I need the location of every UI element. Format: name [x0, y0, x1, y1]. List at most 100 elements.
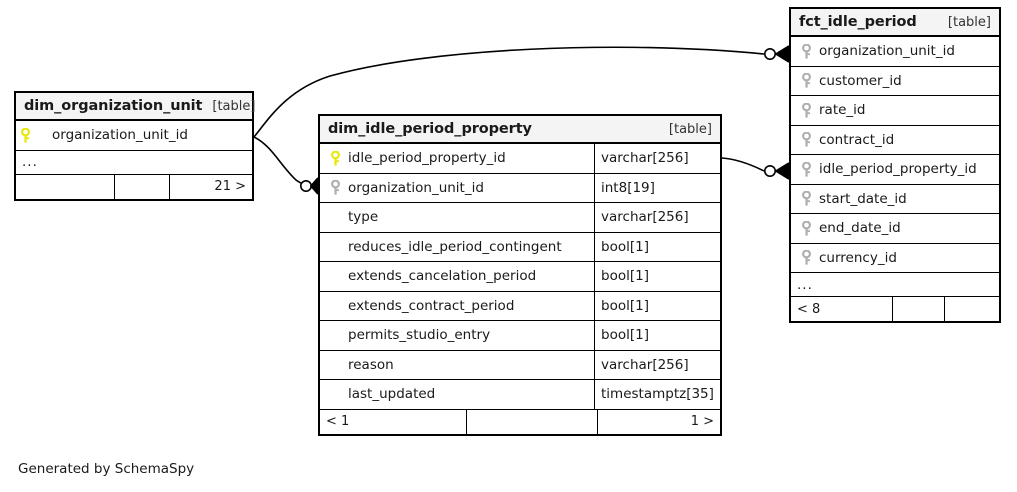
- column-name-cell: rate_id: [791, 96, 999, 125]
- column-name-cell: extends_cancelation_period: [320, 262, 594, 291]
- table-footer: < 1 1 >: [320, 409, 720, 434]
- table-header: dim_idle_period_property [table]: [320, 116, 720, 144]
- footer-incoming-relations: < 8: [797, 301, 821, 317]
- generated-by-credit: Generated by SchemaSpy: [18, 461, 195, 477]
- column-type: varchar[256]: [594, 144, 720, 173]
- column-label: idle_period_property_id: [819, 161, 977, 178]
- column-name-cell: extends_contract_period: [320, 292, 594, 321]
- footer-outgoing-relations: 21 >: [214, 179, 246, 194]
- table-row[interactable]: extends_cancelation_period bool[1]: [320, 262, 720, 292]
- table-dim-organization-unit[interactable]: dim_organization_unit [table] organizati…: [14, 91, 255, 201]
- column-label: organization_unit_id: [52, 127, 188, 144]
- column-label: idle_period_property_id: [348, 150, 506, 167]
- table-row[interactable]: permits_studio_entry bool[1]: [320, 321, 720, 351]
- table-row[interactable]: extends_contract_period bool[1]: [320, 291, 720, 321]
- more-columns-indicator: ...: [791, 273, 999, 297]
- table-row[interactable]: type varchar[256]: [320, 203, 720, 233]
- column-type: bool[1]: [594, 321, 720, 350]
- table-row[interactable]: organization_unit_id int8[19]: [320, 173, 720, 203]
- foreign-key-icon: [797, 43, 815, 59]
- table-row[interactable]: end_date_id: [791, 214, 999, 244]
- column-label: organization_unit_id: [348, 179, 484, 196]
- table-row[interactable]: organization_unit_id: [791, 37, 999, 67]
- table-row[interactable]: organization_unit_id: [16, 121, 252, 151]
- table-row[interactable]: last_updated timestamptz[35]: [320, 380, 720, 410]
- table-row[interactable]: idle_period_property_id varchar[256]: [320, 144, 720, 174]
- column-name-cell: type: [320, 203, 594, 232]
- table-row[interactable]: contract_id: [791, 126, 999, 155]
- table-row[interactable]: reduces_idle_period_contingent bool[1]: [320, 232, 720, 262]
- foreign-key-icon: [797, 220, 815, 236]
- column-name-cell: permits_studio_entry: [320, 321, 594, 350]
- column-type: int8[19]: [594, 173, 720, 202]
- primary-key-icon: [16, 127, 34, 143]
- column-label: reduces_idle_period_contingent: [348, 238, 562, 255]
- more-columns-indicator: ...: [16, 151, 252, 175]
- footer-middle: [466, 409, 598, 434]
- column-label: organization_unit_id: [819, 43, 955, 60]
- table-title: fct_idle_period: [799, 14, 917, 30]
- column-label: extends_contract_period: [348, 297, 515, 314]
- foreign-key-icon: [326, 180, 344, 195]
- table-row[interactable]: start_date_id: [791, 185, 999, 214]
- column-label: extends_cancelation_period: [348, 268, 537, 285]
- column-label: last_updated: [348, 386, 436, 403]
- column-name-cell: organization_unit_id: [16, 121, 252, 150]
- column-type: bool[1]: [594, 232, 720, 261]
- table-footer: < 8: [791, 297, 999, 321]
- column-label: currency_id: [819, 249, 897, 266]
- foreign-key-icon: [797, 73, 815, 88]
- foreign-key-icon: [797, 161, 815, 177]
- foreign-key-icon: [797, 250, 815, 265]
- footer-middle: [114, 174, 170, 199]
- edge-terminator-dim-idle-to-fct: [763, 162, 790, 180]
- column-label: contract_id: [819, 131, 895, 148]
- foreign-key-icon: [797, 102, 815, 118]
- table-footer: 21 >: [16, 174, 252, 199]
- column-name-cell: idle_period_property_id: [791, 155, 999, 184]
- table-fct-idle-period[interactable]: fct_idle_period [table] organization_uni…: [789, 7, 1001, 323]
- table-row[interactable]: customer_id: [791, 67, 999, 96]
- column-name-cell: contract_id: [791, 126, 999, 155]
- column-label: customer_id: [819, 72, 902, 89]
- column-label: type: [348, 209, 379, 226]
- column-type: bool[1]: [594, 291, 720, 320]
- column-type: bool[1]: [594, 262, 720, 291]
- table-type-tag: [table]: [668, 121, 712, 137]
- column-name-cell: organization_unit_id: [791, 37, 999, 66]
- edge-terminator-org-to-dim-idle: [299, 177, 319, 195]
- column-name-cell: reason: [320, 351, 594, 380]
- column-type: varchar[256]: [594, 350, 720, 379]
- table-type-tag: [table]: [947, 14, 991, 30]
- column-name-cell: start_date_id: [791, 185, 999, 214]
- column-type: varchar[256]: [594, 203, 720, 232]
- edge-terminator-org-to-fct: [763, 45, 790, 63]
- foreign-key-icon: [797, 191, 815, 206]
- table-dim-idle-period-property[interactable]: dim_idle_period_property [table] idle_pe…: [318, 114, 722, 436]
- footer-outgoing-relations: 1 >: [690, 414, 714, 429]
- column-name-cell: organization_unit_id: [320, 174, 594, 203]
- table-header: dim_organization_unit [table]: [16, 93, 255, 121]
- column-name-cell: customer_id: [791, 67, 999, 96]
- footer-incoming-relations: < 1: [326, 414, 350, 429]
- column-label: permits_studio_entry: [348, 327, 491, 344]
- column-name-cell: end_date_id: [791, 214, 999, 243]
- column-name-cell: last_updated: [320, 380, 594, 409]
- table-header: fct_idle_period [table]: [791, 9, 999, 37]
- foreign-key-icon: [797, 132, 815, 147]
- table-row[interactable]: idle_period_property_id: [791, 155, 999, 185]
- table-title: dim_idle_period_property: [328, 121, 532, 137]
- footer-middle: [892, 297, 945, 321]
- column-label: end_date_id: [819, 220, 901, 237]
- column-label: rate_id: [819, 102, 866, 119]
- table-title: dim_organization_unit: [24, 98, 203, 114]
- column-name-cell: idle_period_property_id: [320, 144, 594, 173]
- table-row[interactable]: reason varchar[256]: [320, 350, 720, 380]
- column-name-cell: reduces_idle_period_contingent: [320, 233, 594, 262]
- primary-key-icon: [326, 150, 344, 166]
- edge-dim-idle-to-fct: [721, 157, 765, 172]
- column-type: timestamptz[35]: [594, 380, 720, 409]
- table-row[interactable]: currency_id: [791, 244, 999, 273]
- table-row[interactable]: rate_id: [791, 96, 999, 126]
